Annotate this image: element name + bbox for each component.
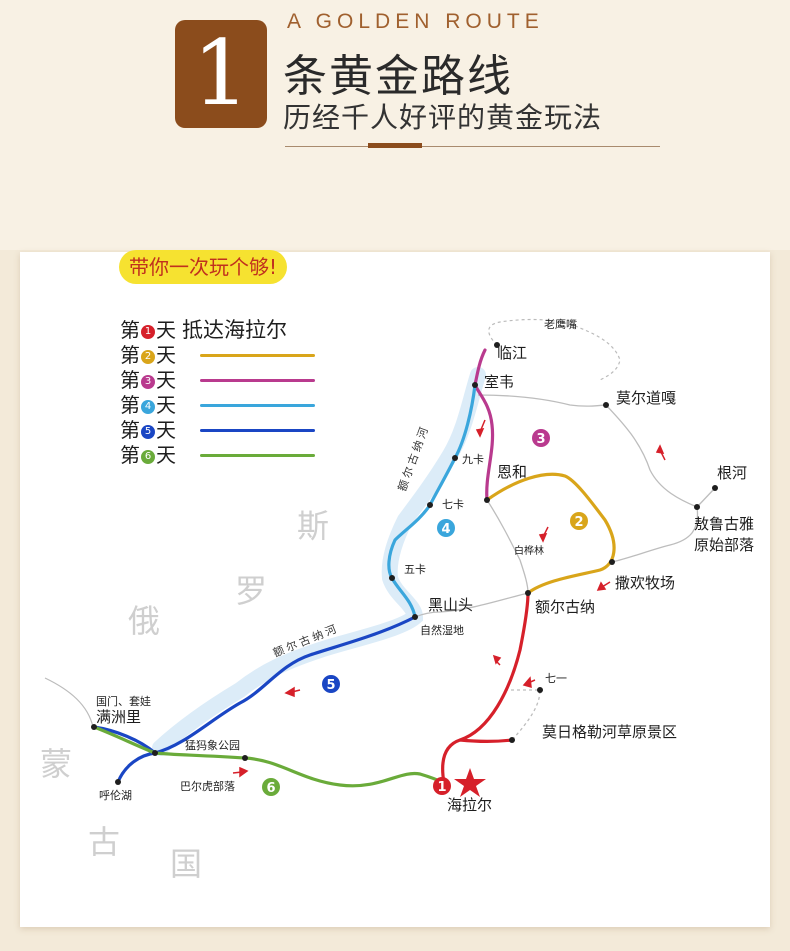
day-marker-4: 4 [441,522,450,537]
place-enhe: 恩和 [497,463,527,481]
place-manzhouli: 满洲里 [96,708,141,726]
day-marker-5: 5 [326,678,335,693]
place-moerdaoga: 莫尔道嘎 [616,389,676,407]
place-qiyi: 七一 [545,672,567,685]
place-wuka: 五卡 [404,563,426,576]
place-sahuan: 撒欢牧场 [615,574,675,592]
header-background [0,0,790,250]
place-mengma: 猛犸象公园 [185,739,240,752]
legend-line-day4 [200,404,315,407]
place-shiwei: 室韦 [484,373,514,391]
country-label-mongolia-2: 古 [88,823,120,861]
place-morigele: 莫日格勒河草原景区 [542,723,677,741]
place-jiuka: 九卡 [462,453,484,466]
place-baihualin: 白桦林 [514,544,544,557]
start-star-icon [454,768,486,797]
route-day-2 [485,472,616,595]
day-marker-6: 6 [266,781,275,796]
day-marker-3: 3 [536,432,545,447]
place-eerguna: 额尔古纳 [535,598,595,616]
place-aolugu-2: 原始部落 [694,536,754,554]
road-grey-2 [611,506,699,563]
legend-line-day2 [200,354,315,357]
header-divider-accent [368,143,422,148]
country-label-mongolia-1: 蒙 [40,745,72,783]
day-marker-1: 1 [437,780,446,795]
waypoints [91,342,718,785]
legend-line-day3 [200,379,315,382]
country-label-russia-3: 俄 [128,602,160,640]
country-label-mongolia-3: 国 [170,845,202,883]
header-subtitle-en: A GOLDEN ROUTE [287,10,544,33]
place-hailaer: 海拉尔 [447,796,492,814]
tagline-pill: 带你一次玩个够! [119,250,288,284]
country-label-russia-1: 斯 [297,507,329,545]
place-qika: 七卡 [442,498,464,511]
place-ziran: 自然湿地 [420,623,464,637]
day-marker-2: 2 [574,515,583,530]
legend-day1-desc: 抵达海拉尔 [182,318,287,342]
place-heishantou: 黑山头 [428,596,473,614]
direction-arrows [232,419,666,778]
road-grey [477,394,698,508]
legend-line-day5 [200,429,315,432]
route-day-1 [441,591,530,785]
place-hulunhu: 呼伦湖 [99,788,132,802]
country-label-russia-2: 罗 [235,572,267,610]
route-number-badge: 1 [175,20,267,128]
road-grey-3 [696,487,716,508]
road-grey-4 [486,499,529,594]
road-grey-5 [414,592,529,618]
header-divider [285,146,660,147]
place-linjiang: 临江 [497,344,527,362]
route-day-3 [473,348,495,502]
page-title: 条黄金路线 [283,51,513,102]
page-subtitle: 历经千人好评的黄金玩法 [283,101,603,134]
place-laoyingzui: 老鹰嘴 [544,317,577,331]
border-line [44,677,94,728]
place-baerhu: 巴尔虎部落 [180,779,235,793]
place-guomen: 国门、套娃 [96,694,151,708]
road-grey-6 [505,689,541,741]
place-genhe: 根河 [717,464,747,482]
legend-line-day6 [200,454,315,457]
place-aolugu-1: 敖鲁古雅 [694,515,754,533]
